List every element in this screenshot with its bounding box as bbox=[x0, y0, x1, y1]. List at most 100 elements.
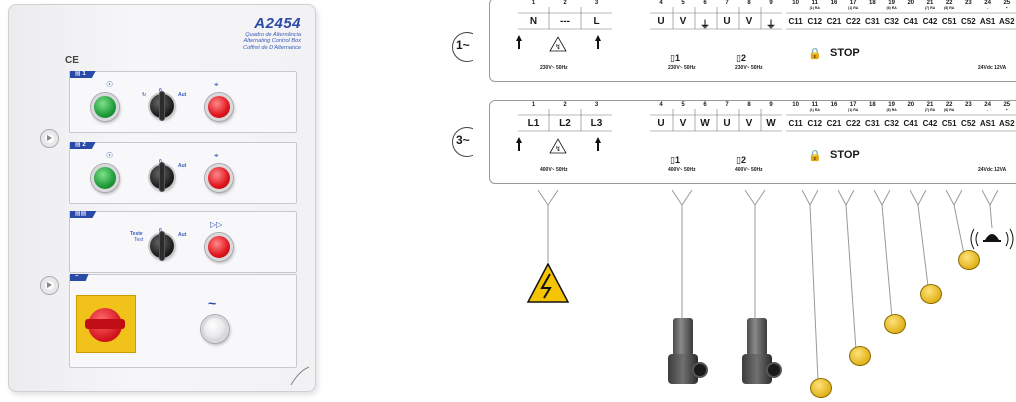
power-lamp bbox=[201, 315, 229, 343]
pump1-image bbox=[668, 318, 708, 388]
sensor-terminal-number-sub: - bbox=[987, 6, 989, 10]
pump-terminal-number: 9 bbox=[769, 102, 773, 108]
sensor-terminal-number-sub: (1) RA bbox=[809, 6, 820, 10]
brand-block: A2454 Quadro de Alternância Alternating … bbox=[243, 15, 301, 51]
test-sub-label: Test bbox=[134, 237, 144, 243]
pump-terminal-number: 4 bbox=[659, 0, 663, 6]
sensor-terminal-number: 11 bbox=[811, 0, 818, 6]
pump-terminal-label: U bbox=[657, 118, 665, 129]
control-box-panel: A2454 Quadro de Alternância Alternating … bbox=[8, 4, 316, 392]
pump2-spec-three: 400V~ 50Hz bbox=[735, 167, 763, 173]
pump-terminal-label: U bbox=[657, 16, 665, 27]
sensor-terminal-label: C32 bbox=[884, 17, 899, 26]
alarm-mode-selector[interactable] bbox=[150, 232, 174, 260]
main-power-section: ~ ~ bbox=[69, 274, 297, 368]
off-mark: 0 bbox=[159, 88, 162, 94]
sensor-terminal-number: 23 bbox=[965, 0, 972, 6]
sensor-terminal-number-sub: (8) RA bbox=[944, 6, 955, 10]
sensor-terminal-label: C52 bbox=[961, 119, 976, 128]
alarm-lamp bbox=[205, 233, 233, 261]
pump2-running-lamp bbox=[91, 164, 119, 192]
manual-mode-icon: ↻ bbox=[142, 92, 147, 98]
terminal-number: 1 bbox=[531, 102, 536, 108]
power-spec-three: 400V~ 50Hz bbox=[540, 167, 568, 173]
float-switch-1 bbox=[810, 378, 832, 398]
pump1-section: ▤ 1 ☉ ⌖ ↻ 0 Aut bbox=[69, 71, 297, 133]
horn-icon: ▷▷ bbox=[210, 220, 223, 229]
pump-terminal-label: U bbox=[723, 16, 731, 27]
sensor-terminal-number: 17 bbox=[849, 102, 857, 108]
pump-terminal-label: ⏚ bbox=[700, 20, 710, 31]
sensor-terminal-label: C21 bbox=[826, 119, 842, 128]
svg-text:↯: ↯ bbox=[555, 43, 561, 51]
pump-terminal-label: W bbox=[766, 118, 776, 129]
pump2-symbol-label: ▯2 bbox=[736, 53, 746, 63]
single-phase-label: 1~ bbox=[452, 32, 473, 62]
sensor-terminal-label: C42 bbox=[922, 119, 938, 128]
sensor-terminal-label: C41 bbox=[903, 119, 919, 128]
off-mark: 0 bbox=[159, 159, 162, 165]
float-switch-3 bbox=[884, 314, 906, 334]
power-indicator-tilde: ~ bbox=[208, 295, 217, 311]
pump-terminal-label: W bbox=[700, 118, 710, 129]
terminal-number: 2 bbox=[563, 0, 567, 6]
sensor-terminal-number-sub: (1) RA bbox=[848, 108, 859, 112]
pump1-spec-three: 400V~ 50Hz bbox=[668, 167, 696, 173]
pump-terminal-number: 9 bbox=[769, 0, 773, 6]
pump2-fault-lamp bbox=[205, 164, 233, 192]
sensor-terminal-number: 16 bbox=[830, 102, 838, 108]
pump-terminal-number: 5 bbox=[681, 0, 685, 6]
pump-terminal-label: V bbox=[679, 16, 687, 27]
sensor-terminal-label: C12 bbox=[807, 119, 823, 128]
pump-terminal-number: 5 bbox=[681, 102, 685, 108]
panel-subtitle-3: Coffret de D'Alternance bbox=[243, 44, 301, 51]
fault-icon: ⌖ bbox=[214, 151, 219, 160]
door-hinge-top[interactable] bbox=[40, 129, 59, 148]
sensor-terminal-label: C12 bbox=[807, 17, 823, 26]
auto-label: Aut bbox=[178, 163, 187, 169]
pump1-mode-selector[interactable] bbox=[150, 92, 174, 120]
auto-label: Aut bbox=[178, 232, 187, 238]
alarm-tab: ▤▤ bbox=[70, 211, 97, 218]
main-power-tab: ~ bbox=[70, 274, 89, 281]
pump-terminal-number: 7 bbox=[725, 0, 729, 6]
alarm-bell-icon bbox=[970, 228, 1014, 250]
test-label: Teste bbox=[130, 231, 143, 237]
sensor-terminal-number-sub: - bbox=[987, 108, 989, 112]
pump-terminal-label: U bbox=[723, 118, 731, 129]
lock-icon: 🔒 bbox=[808, 150, 822, 162]
float-switch-2 bbox=[849, 346, 871, 366]
terminal-label-n: N bbox=[529, 16, 538, 27]
pump-terminal-number: 6 bbox=[703, 102, 707, 108]
main-isolator-switch[interactable] bbox=[76, 295, 136, 353]
panel-model: A2454 bbox=[254, 15, 301, 32]
sensor-terminal-number: 10 bbox=[792, 102, 799, 108]
sensor-terminal-number: 19 bbox=[888, 0, 895, 6]
sensor-terminal-number: 21 bbox=[926, 0, 934, 6]
sensor-terminal-number: 24 bbox=[984, 102, 991, 108]
sensor-terminal-label: C21 bbox=[826, 17, 842, 26]
hazard-voltage-icon bbox=[526, 262, 570, 303]
sensor-terminal-label: C32 bbox=[884, 119, 899, 128]
sensor-terminal-label: C31 bbox=[865, 17, 880, 26]
three-phase-label: 3~ bbox=[452, 127, 473, 157]
pump-terminal-label: V bbox=[679, 118, 687, 129]
sensor-terminal-number-sub: (8) RA bbox=[944, 108, 955, 112]
pump1-running-lamp bbox=[91, 93, 119, 121]
alarm-spec-three: 24Vdc 12VA bbox=[978, 167, 1007, 173]
fault-icon: ⌖ bbox=[214, 80, 219, 89]
sensor-terminal-label: AS1 bbox=[979, 17, 996, 26]
pump2-spec-single: 230V~ 50Hz bbox=[735, 65, 763, 71]
sensor-terminal-label: AS1 bbox=[979, 119, 996, 128]
terminal-label-l3: L3 bbox=[590, 118, 603, 129]
pump2-mode-selector[interactable] bbox=[150, 163, 174, 191]
sensor-terminal-number: 10 bbox=[792, 0, 799, 6]
stop-label: STOP bbox=[830, 47, 860, 59]
terminal-number: 3 bbox=[594, 102, 599, 108]
sensor-terminal-label: AS2 bbox=[999, 17, 1015, 26]
door-hinge-bottom[interactable] bbox=[40, 276, 59, 295]
auto-label: Aut bbox=[178, 92, 187, 98]
sensor-terminal-number: 24 bbox=[984, 0, 991, 6]
pump2-image bbox=[742, 318, 782, 388]
